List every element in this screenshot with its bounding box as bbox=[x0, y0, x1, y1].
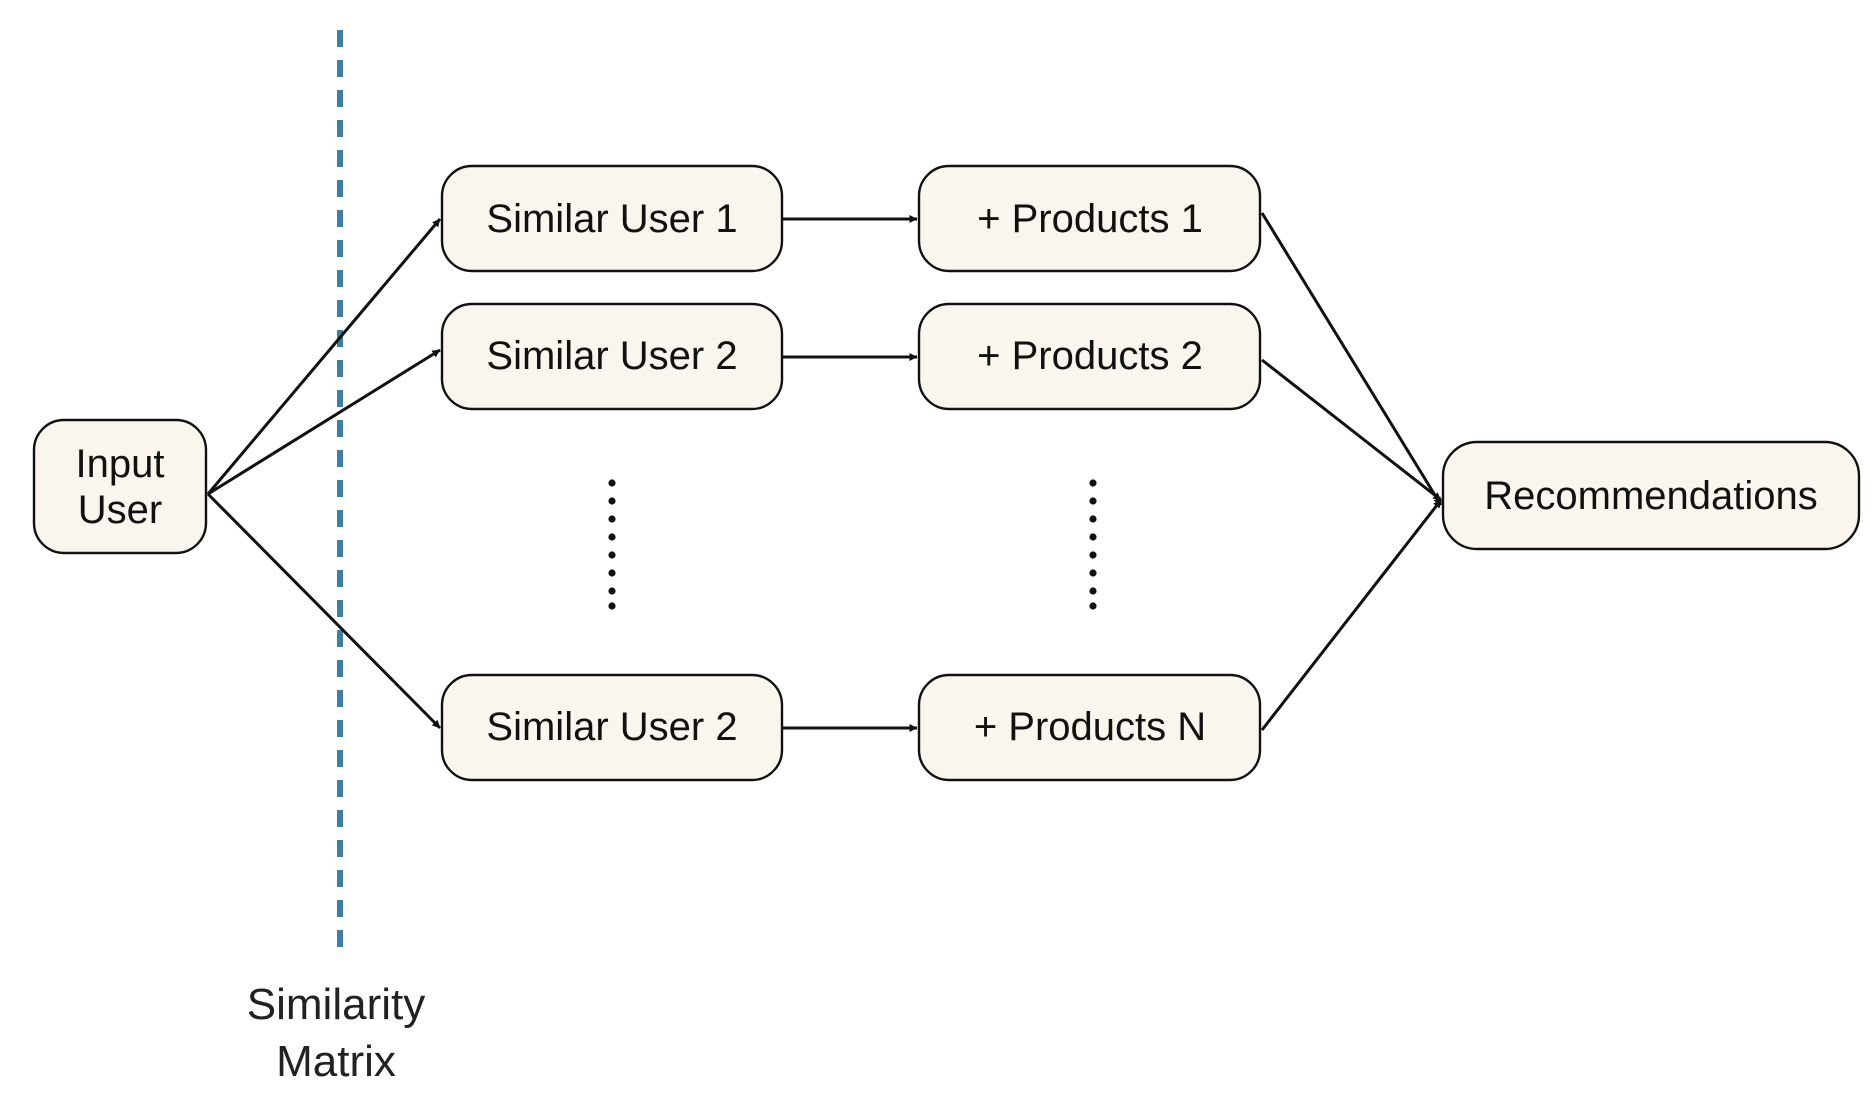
node-products-2: + Products 2 bbox=[917, 302, 1262, 411]
node-similar-user-1: Similar User 1 bbox=[440, 164, 784, 273]
node-products-2-label: + Products 2 bbox=[977, 334, 1203, 378]
node-similar-user-n: Similar User 2 bbox=[440, 673, 784, 782]
node-similar-user-2: Similar User 2 bbox=[440, 302, 784, 411]
node-input-user-label-line-1: Input bbox=[76, 442, 165, 486]
node-similar-user-n-label: Similar User 2 bbox=[486, 705, 737, 749]
node-products-n-label: + Products N bbox=[974, 705, 1206, 749]
edge-input-to-similar-user-1 bbox=[206, 218, 442, 495]
node-similar-user-1-label: Similar User 1 bbox=[486, 197, 737, 241]
node-products-n: + Products N bbox=[917, 673, 1262, 782]
node-products-1-label: + Products 1 bbox=[977, 197, 1203, 241]
node-products-1: + Products 1 bbox=[917, 164, 1262, 273]
edge-products-1-to-recommendations bbox=[1260, 212, 1443, 506]
node-input-user-label-line-2: User bbox=[78, 488, 162, 532]
edge-input-to-similar-user-2 bbox=[207, 348, 441, 496]
edge-products-2-to-recommendations bbox=[1261, 358, 1442, 502]
similarity-matrix-label-line-1: Similarity bbox=[247, 980, 425, 1029]
node-recommendations-label: Recommendations bbox=[1484, 474, 1818, 518]
edge-products-n-to-recommendations bbox=[1260, 499, 1443, 731]
ellipsis-similar-users bbox=[608, 479, 616, 610]
node-input-user: Input User bbox=[32, 418, 208, 555]
similarity-matrix-label-line-2: Matrix bbox=[276, 1037, 396, 1086]
node-recommendations: Recommendations bbox=[1441, 440, 1861, 551]
node-similar-user-2-label: Similar User 2 bbox=[486, 334, 737, 378]
edge-input-to-similar-user-n bbox=[206, 492, 442, 730]
ellipsis-products bbox=[1089, 479, 1097, 610]
